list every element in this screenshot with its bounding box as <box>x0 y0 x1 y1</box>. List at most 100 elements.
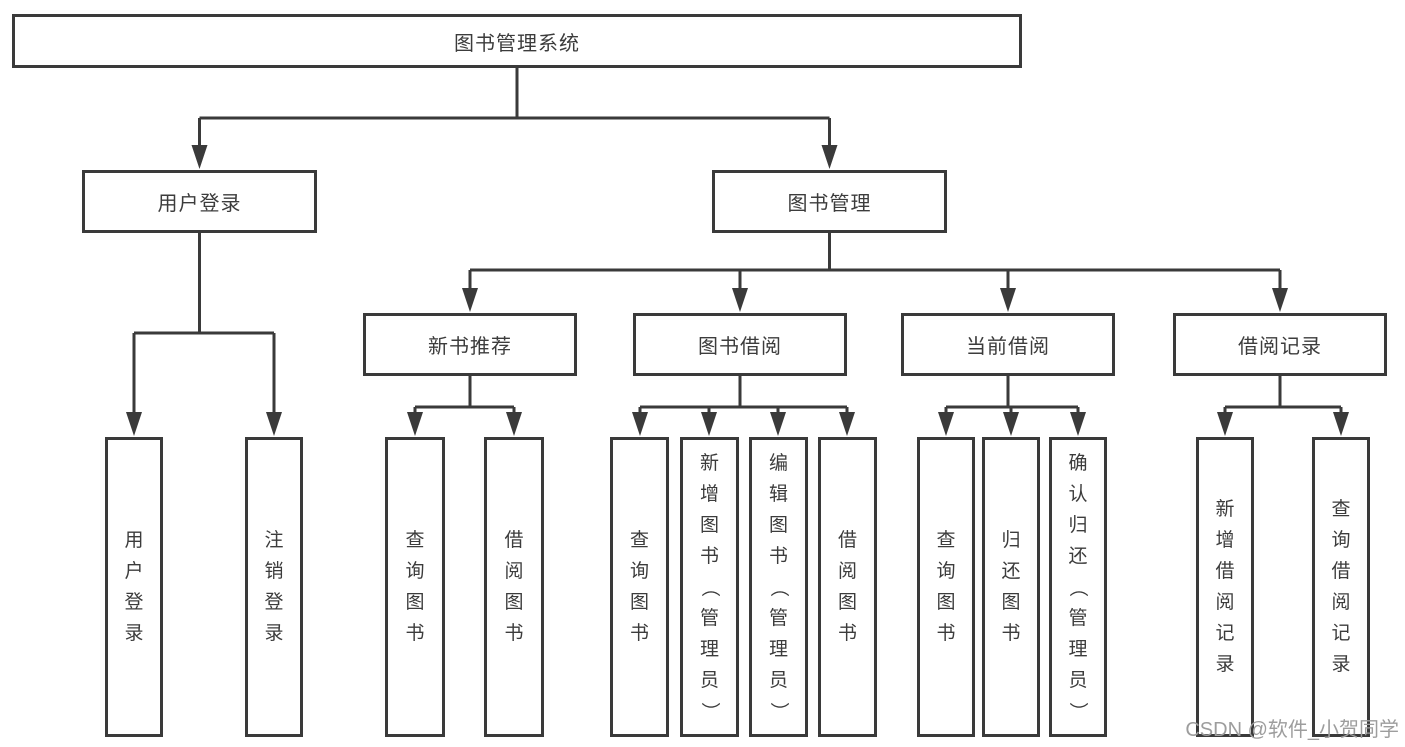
vertical-char: 归 <box>1068 514 1088 536</box>
vertical-char: 书 <box>405 623 425 644</box>
vertical-char: 理 <box>699 638 719 660</box>
vertical-char: 录 <box>1331 654 1351 675</box>
arrowhead-borrowing-records <box>1272 288 1288 312</box>
watermark: CSDN @软件_小贺同学 <box>1185 719 1399 741</box>
vertical-char: 录 <box>1215 654 1235 675</box>
arrowhead-leaf-query-books-borrowing <box>632 412 648 436</box>
vertical-char: ） <box>1067 701 1089 721</box>
vertical-char: 新 <box>699 452 719 474</box>
node-book-management: 图书管理 <box>712 170 947 233</box>
vertical-char: 查 <box>405 530 425 551</box>
leaf-borrow-books-borrowing: 借阅图书 <box>818 437 877 737</box>
connector-book-borrowing-children <box>638 376 849 417</box>
vertical-char: 录 <box>264 623 284 644</box>
arrowhead-leaf-user-login <box>126 412 142 436</box>
vertical-char: （ <box>767 577 789 597</box>
leaf-borrow-books-recommend: 借阅图书 <box>484 437 544 737</box>
vertical-char: ） <box>767 701 789 721</box>
vertical-char: 登 <box>264 592 284 613</box>
vertical-char: 增 <box>699 483 719 505</box>
vertical-char: 员 <box>768 669 788 691</box>
vertical-char: 询 <box>405 561 425 582</box>
vertical-char: 图 <box>1001 592 1021 613</box>
connector-new-book-recommend-children <box>413 376 516 417</box>
vertical-char: 阅 <box>1215 592 1235 613</box>
leaf-user-login: 用户登录 <box>105 437 163 737</box>
node-label: 图书借阅 <box>698 336 782 358</box>
vertical-char: 查 <box>936 530 956 551</box>
connector-book-management-children <box>468 233 1282 293</box>
vertical-char: 员 <box>699 669 719 691</box>
leaf-query-books-recommend: 查询图书 <box>385 437 445 737</box>
vertical-char: 销 <box>264 561 284 582</box>
vertical-char: ） <box>698 701 720 721</box>
connector-user-login-children <box>132 233 276 417</box>
node-borrowing-records: 借阅记录 <box>1173 313 1387 376</box>
vertical-char: 还 <box>1001 561 1021 582</box>
node-book-borrowing: 图书借阅 <box>633 313 847 376</box>
vertical-char: 询 <box>936 561 956 582</box>
connector-current-borrowing-children <box>944 376 1080 417</box>
vertical-char: 借 <box>504 530 524 551</box>
arrowhead-book-borrowing <box>732 288 748 312</box>
arrowhead-new-book-recommend <box>462 288 478 312</box>
vertical-char: 管 <box>699 607 719 629</box>
vertical-char: 管 <box>768 607 788 629</box>
vertical-char: 户 <box>124 561 144 582</box>
vertical-char: 书 <box>936 623 956 644</box>
arrowhead-leaf-add-borrow-record <box>1217 412 1233 436</box>
vertical-char: 查 <box>1331 499 1351 520</box>
leaf-return-books: 归还图书 <box>982 437 1040 737</box>
vertical-char: 询 <box>1331 530 1351 551</box>
node-label: 用户登录 <box>157 193 242 215</box>
vertical-char: 理 <box>768 638 788 660</box>
vertical-char: 员 <box>1068 669 1088 691</box>
vertical-char: 书 <box>1001 623 1021 644</box>
vertical-char: 用 <box>124 530 144 551</box>
node-label: 新书推荐 <box>428 336 512 358</box>
leaf-query-borrow-record: 查询借阅记录 <box>1312 437 1370 737</box>
vertical-char: 管 <box>1068 607 1088 629</box>
connector-borrowing-records-children <box>1223 376 1343 417</box>
vertical-char: 图 <box>699 514 719 536</box>
arrowhead-leaf-query-books-current <box>938 412 954 436</box>
leaf-edit-books-admin: 编辑图书（管理员） <box>749 437 808 737</box>
leaf-query-books-borrowing: 查询图书 <box>610 437 669 737</box>
vertical-char: 借 <box>837 530 857 551</box>
arrowhead-leaf-confirm-return <box>1070 412 1086 436</box>
leaf-query-books-current: 查询图书 <box>917 437 975 737</box>
node-label: 当前借阅 <box>966 336 1050 358</box>
arrowhead-leaf-borrow-books-recommend <box>506 412 522 436</box>
node-label: 借阅记录 <box>1238 336 1322 358</box>
arrowhead-user-login <box>191 145 208 169</box>
vertical-char: 图 <box>936 592 956 613</box>
vertical-char: 阅 <box>504 561 524 582</box>
vertical-char: 借 <box>1331 561 1351 582</box>
leaf-confirm-return-admin: 确认归还（管理员） <box>1049 437 1107 737</box>
vertical-char: 录 <box>124 623 144 644</box>
arrowhead-leaf-add-books <box>701 412 717 436</box>
arrowhead-leaf-logout <box>266 412 282 436</box>
vertical-char: 认 <box>1068 483 1088 505</box>
vertical-char: 书 <box>504 623 524 644</box>
leaf-add-books-admin: 新增图书（管理员） <box>680 437 739 737</box>
vertical-char: 归 <box>1001 530 1021 551</box>
arrowhead-book-management <box>821 145 838 169</box>
node-label: 图书管理系统 <box>454 32 580 55</box>
vertical-char: 辑 <box>768 483 788 505</box>
vertical-char: 理 <box>1068 638 1088 660</box>
vertical-char: 还 <box>1068 545 1088 567</box>
arrowhead-leaf-edit-books <box>770 412 786 436</box>
vertical-char: 询 <box>629 561 649 582</box>
vertical-char: 图 <box>629 592 649 613</box>
vertical-char: 书 <box>699 545 719 567</box>
leaf-logout: 注销登录 <box>245 437 303 737</box>
arrowhead-current-borrowing <box>1000 288 1016 312</box>
vertical-char: 书 <box>629 623 649 644</box>
vertical-char: 图 <box>405 592 425 613</box>
vertical-char: 阅 <box>1331 592 1351 613</box>
vertical-char: 确 <box>1068 452 1088 474</box>
vertical-char: 编 <box>768 452 788 474</box>
